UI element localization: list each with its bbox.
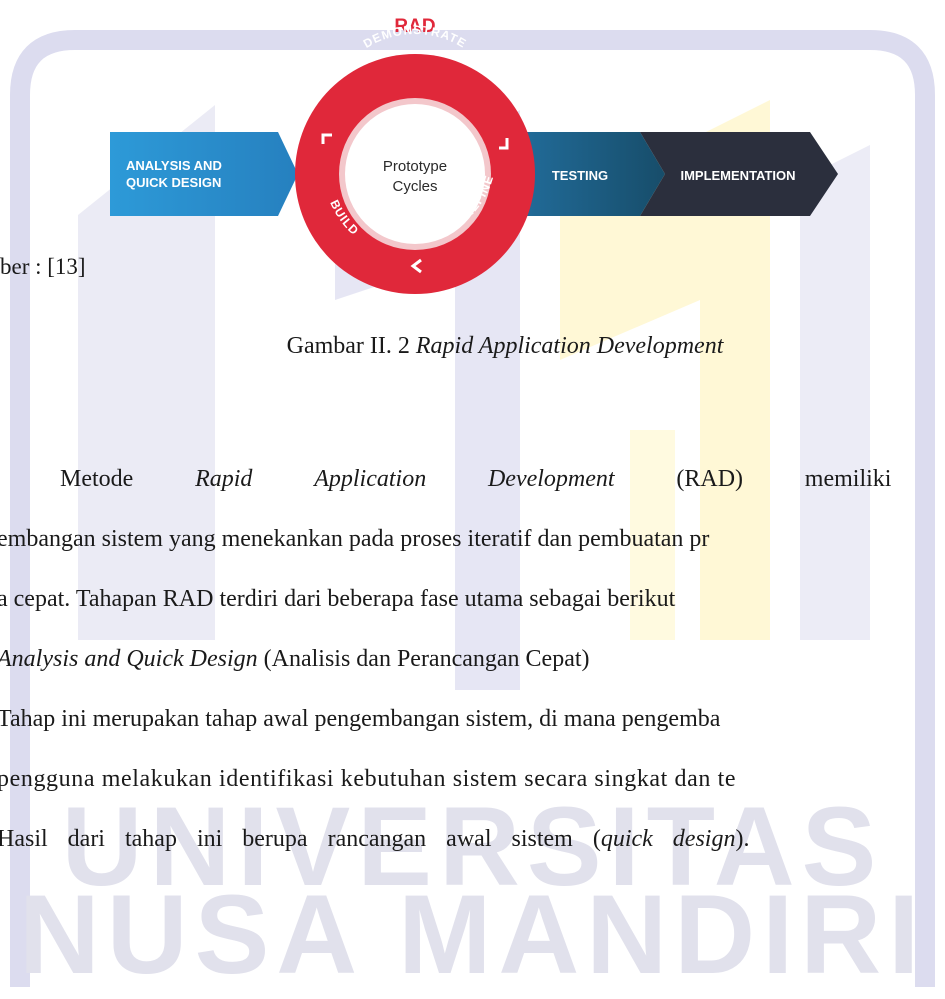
analysis-arrow (110, 132, 298, 216)
list-heading-rest: (Analisis dan Perancangan Cepat) (257, 646, 590, 672)
paragraph-line-5: Tahap ini merupakan tahap awal pengemban… (0, 706, 721, 732)
p1-word-italic: Application (314, 466, 427, 492)
paragraph-line-6: pengguna melakukan identifikasi kebutuha… (0, 766, 737, 792)
watermark-blue-pillar-left (78, 105, 215, 640)
prototype-label-line2: Cycles (392, 178, 437, 195)
testing-label: TESTING (552, 168, 608, 183)
ring-label-demonstrate: DEMONSTRATE (361, 23, 468, 51)
watermark-yellow-pillar (560, 100, 770, 640)
p1-word: (RAD) (676, 466, 744, 492)
caption-prefix: Gambar II. 2 (286, 333, 416, 359)
watermark-blue-pillar-right (800, 145, 870, 640)
caption-title: Rapid Application Development (415, 333, 724, 359)
p1-word-italic: Development (487, 466, 615, 492)
paragraph-line-3: a cepat. Tahapan RAD terdiri dari bebera… (0, 586, 676, 612)
prototype-center (345, 104, 485, 244)
implementation-label: IMPLEMENTATION (680, 168, 795, 183)
rad-title: RAD (394, 16, 435, 37)
prototype-label-line1: Prototype (383, 158, 447, 175)
analysis-label-line1: ANALYSIS AND (126, 158, 222, 173)
paragraph-line-7: Hasil dari tahap ini berupa rancangan aw… (0, 826, 749, 853)
cycle-arrow-upper-left-icon (321, 133, 332, 144)
analysis-label-line2: QUICK DESIGN (126, 175, 221, 190)
line7-italic: quick design (600, 826, 736, 852)
testing-arrow (500, 132, 665, 216)
rad-diagram: RAD ANALYSIS AND QUICK DESIGN TESTING IM… (110, 16, 838, 294)
cycle-arrow-bottom-icon (410, 258, 422, 274)
figure-source: ber : [13] (0, 254, 86, 279)
cycle-arrow-upper-right-icon (499, 138, 509, 150)
watermark-yellow-stripe (630, 430, 675, 640)
watermark-text-universitas: UNIVERSITAS (61, 784, 884, 909)
p1-word: Metode (60, 466, 134, 492)
implementation-arrow (640, 132, 838, 216)
watermark-frame (10, 30, 935, 987)
paragraph-line-1: Metode Rapid Application Development (RA… (60, 466, 945, 493)
svg-text:DEMONSTRATE: DEMONSTRATE (361, 23, 469, 51)
p1-word: memiliki (804, 466, 892, 492)
list-heading-italic: Analysis and Quick Design (0, 646, 258, 672)
paragraph-line-2: embangan sistem yang menekankan pada pro… (0, 526, 710, 552)
watermark-text-nusa-mandiri: NUSA MANDIRI (18, 872, 927, 997)
line7-start: Hasil dari tahap ini berupa rancangan aw… (0, 826, 601, 852)
line7-end: ). (735, 826, 750, 852)
figure-caption: Gambar II. 2 Rapid Application Developme… (0, 333, 945, 360)
p1-word-italic: Rapid (195, 466, 253, 492)
list-heading: Analysis and Quick Design (Analisis dan … (0, 646, 590, 673)
